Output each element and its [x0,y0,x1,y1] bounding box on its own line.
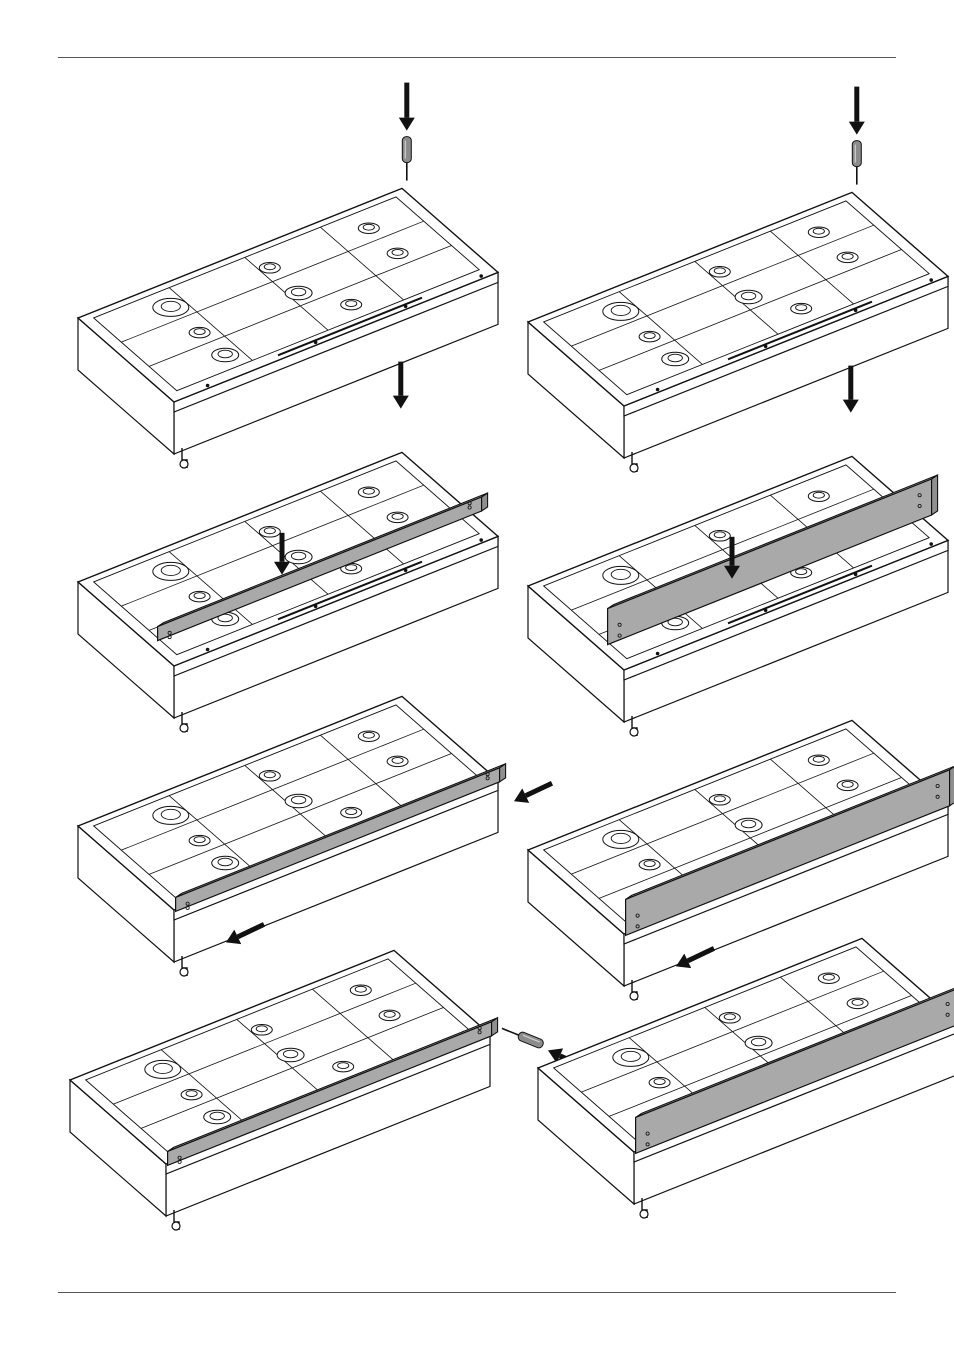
cooktop-step-right-1 [528,87,948,472]
screwdriver [402,137,411,181]
screwdriver [852,141,861,185]
screwdriver [500,1024,544,1049]
slide-arrow [514,783,552,803]
down-arrow [849,87,865,135]
down-arrow [399,83,415,131]
cooktop-step-right-4 [538,938,954,1218]
cooktop-step-left-3 [78,696,552,976]
down-arrow [843,366,859,413]
down-arrow [393,362,409,409]
cooktop-step-left-4 [70,950,588,1230]
cooktop-step-left-1 [78,83,498,468]
cooktop-step-right-3 [528,720,954,1000]
